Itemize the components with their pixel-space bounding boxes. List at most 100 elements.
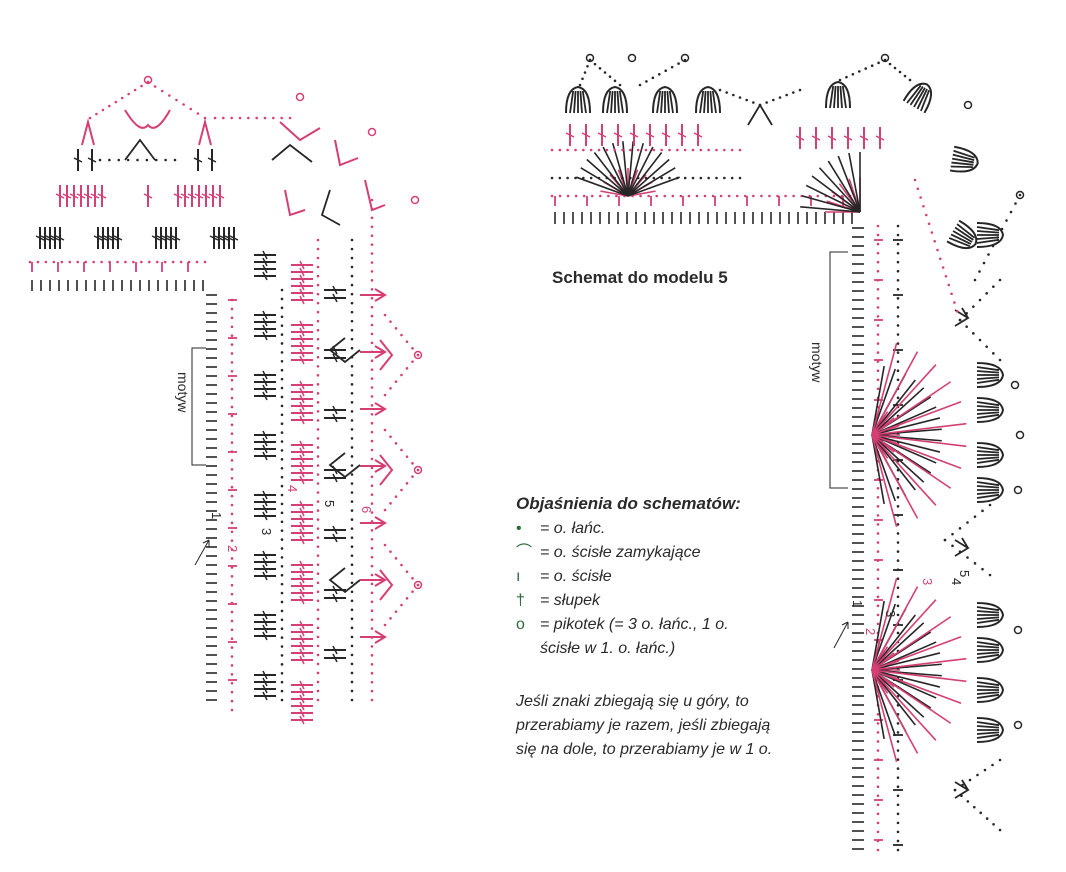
chain-dot [136, 158, 139, 162]
chain-dot [164, 158, 167, 162]
fan-stitch [576, 176, 629, 197]
chain-dot [613, 176, 616, 180]
stitch-mark [597, 132, 607, 138]
shell-outline [976, 602, 1005, 628]
chain-dot [876, 713, 880, 716]
chain-dot [983, 768, 987, 772]
legend-item: †= słupek [516, 590, 786, 614]
chain-dot [230, 352, 234, 355]
row-number: 3 [883, 610, 898, 617]
stitch-mark [97, 193, 107, 199]
stitch-mark [40, 235, 50, 241]
chain-dot [394, 327, 398, 330]
chain-dot [370, 466, 374, 470]
fan-stitch [871, 422, 967, 436]
chain-dot [350, 563, 354, 567]
chain-dot [958, 318, 962, 322]
stitch-mark [610, 90, 614, 114]
chain-dot [370, 537, 374, 541]
chain-dot [615, 194, 618, 198]
chain-dot [707, 176, 710, 180]
chain-dot [639, 194, 642, 198]
picot-mark [585, 53, 595, 63]
fan-stitch [871, 622, 925, 671]
chain-dot [876, 577, 880, 580]
chain-dot [1018, 193, 1022, 197]
chain-dot [370, 198, 374, 202]
chain-dot [605, 176, 609, 180]
chain-dot [173, 158, 177, 162]
chain-dot [978, 338, 982, 342]
chain-dot [350, 617, 354, 621]
stitch-mark [299, 588, 305, 598]
chain-dot [126, 158, 130, 162]
stitch-mark [976, 651, 1000, 655]
stitch-mark [976, 401, 1000, 407]
chain-dot [370, 680, 374, 684]
chain-dot [896, 577, 900, 580]
chain-dot [383, 623, 387, 627]
stitch-mark [262, 264, 268, 274]
stitch-mark [299, 334, 305, 344]
chain-dot [965, 325, 968, 328]
stitch-mark [299, 627, 305, 637]
chain-dot [280, 484, 284, 488]
picot-mark [1015, 430, 1025, 440]
fan-stitch [627, 176, 680, 197]
chain-dot [316, 392, 320, 395]
stitch-mark [207, 157, 217, 163]
chain-dot [896, 613, 900, 617]
chain-dot [727, 194, 731, 198]
chain-dot [876, 767, 880, 770]
stitch-mark [299, 461, 305, 471]
chain-dot [230, 708, 234, 712]
chain-dot [370, 421, 374, 425]
chain-dot [876, 342, 880, 345]
chain-dot [723, 148, 726, 152]
chain-dot [876, 613, 880, 617]
stitch-mark [693, 132, 703, 138]
stitch-mark [859, 135, 869, 141]
chain-dot [998, 358, 1002, 362]
legend-item: ⌒= o. ścisłe zamykające [516, 542, 786, 566]
chain-dot [160, 89, 164, 93]
chain-dot [992, 285, 995, 288]
chain-dot [288, 116, 292, 120]
chain-dot [230, 334, 234, 337]
chain-v [320, 189, 341, 226]
chain-dot [370, 243, 374, 246]
stitch-mark [951, 161, 974, 166]
chain-stitch-icon: • [516, 520, 522, 537]
stitch-mark [839, 85, 843, 109]
stitch-mark [951, 157, 974, 164]
chain-dot [230, 459, 234, 462]
chain-v [954, 307, 970, 327]
chain-dot [981, 509, 984, 513]
fan-stitch [871, 434, 898, 527]
chain-dot [370, 377, 374, 380]
fan-stitch [871, 351, 919, 436]
chain-dot [280, 404, 284, 408]
chain-dot [896, 776, 900, 779]
fan-stitch [627, 158, 670, 197]
fan-stitch [871, 387, 925, 436]
chain-v [124, 138, 156, 161]
chain-dot [416, 468, 420, 472]
chain-dot [230, 378, 234, 382]
stitch-mark [833, 85, 837, 109]
picot-cluster [379, 454, 394, 486]
legend-item: o= pikotek (= 3 o. łańc., 1 o. [516, 614, 786, 638]
legend-text-continued: ścisłe w 1. o. łańc.) [540, 640, 676, 657]
chain-dot [350, 410, 354, 413]
chain-dot [92, 260, 95, 264]
chain-dot [896, 830, 900, 834]
stitch-mark [156, 235, 166, 241]
chain-dot [213, 116, 217, 120]
stitch-mark [299, 521, 305, 531]
stitch-mark [332, 533, 338, 543]
stitch-mark [108, 235, 118, 241]
fan-stitch [827, 160, 861, 213]
stitch-mark [299, 348, 305, 358]
stitch-mark [906, 84, 922, 104]
picot-mark [1013, 720, 1023, 730]
